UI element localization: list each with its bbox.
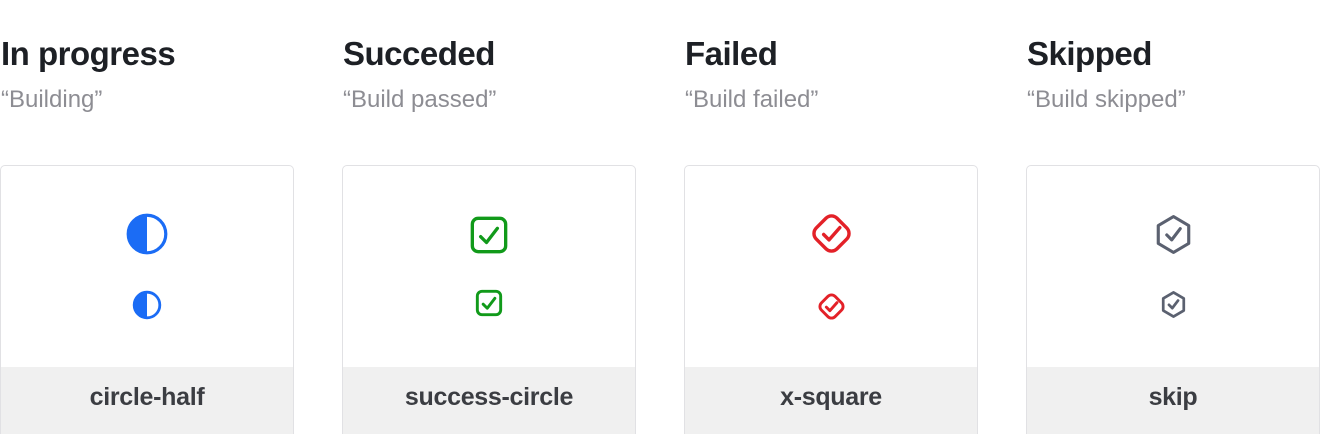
icon-name-label: circle-half bbox=[1, 366, 293, 434]
check-diamond-icon-large bbox=[808, 210, 855, 257]
status-column-skipped: Skipped “Build skipped” skip bbox=[1026, 0, 1320, 436]
icon-card: circle-half bbox=[0, 164, 294, 434]
icon-card-body bbox=[1, 166, 293, 367]
check-hexagon-icon-small bbox=[1159, 290, 1188, 319]
column-title: Skipped bbox=[1027, 35, 1152, 72]
status-column-failed: Failed “Build failed” x-square bbox=[684, 0, 978, 436]
column-subtitle: “Building” bbox=[1, 85, 103, 113]
status-column-succeded: Succeded “Build passed” success-circle bbox=[342, 0, 636, 436]
circle-half-icon-small bbox=[132, 290, 162, 320]
check-hexagon-icon-large bbox=[1152, 213, 1195, 256]
icon-card: success-circle bbox=[342, 164, 636, 434]
icon-name-label: x-square bbox=[685, 366, 977, 434]
icon-card-body bbox=[685, 166, 977, 367]
column-title: Succeded bbox=[343, 35, 495, 72]
column-subtitle: “Build passed” bbox=[343, 85, 497, 113]
check-diamond-icon-small bbox=[816, 291, 847, 322]
check-square-icon-large bbox=[469, 215, 509, 255]
circle-half-icon-large bbox=[125, 212, 169, 256]
icon-card-body bbox=[343, 166, 635, 367]
icon-card-body bbox=[1027, 166, 1319, 367]
icon-name-label: success-circle bbox=[343, 366, 635, 434]
icon-card: skip bbox=[1026, 164, 1320, 434]
icon-name-label: skip bbox=[1027, 366, 1319, 434]
column-subtitle: “Build skipped” bbox=[1027, 85, 1186, 113]
column-title: In progress bbox=[1, 35, 176, 72]
column-subtitle: “Build failed” bbox=[685, 85, 819, 113]
check-square-icon-small bbox=[475, 289, 503, 317]
icon-card: x-square bbox=[684, 164, 978, 434]
column-title: Failed bbox=[685, 35, 778, 72]
status-column-in-progress: In progress “Building” circle-half bbox=[0, 0, 294, 436]
